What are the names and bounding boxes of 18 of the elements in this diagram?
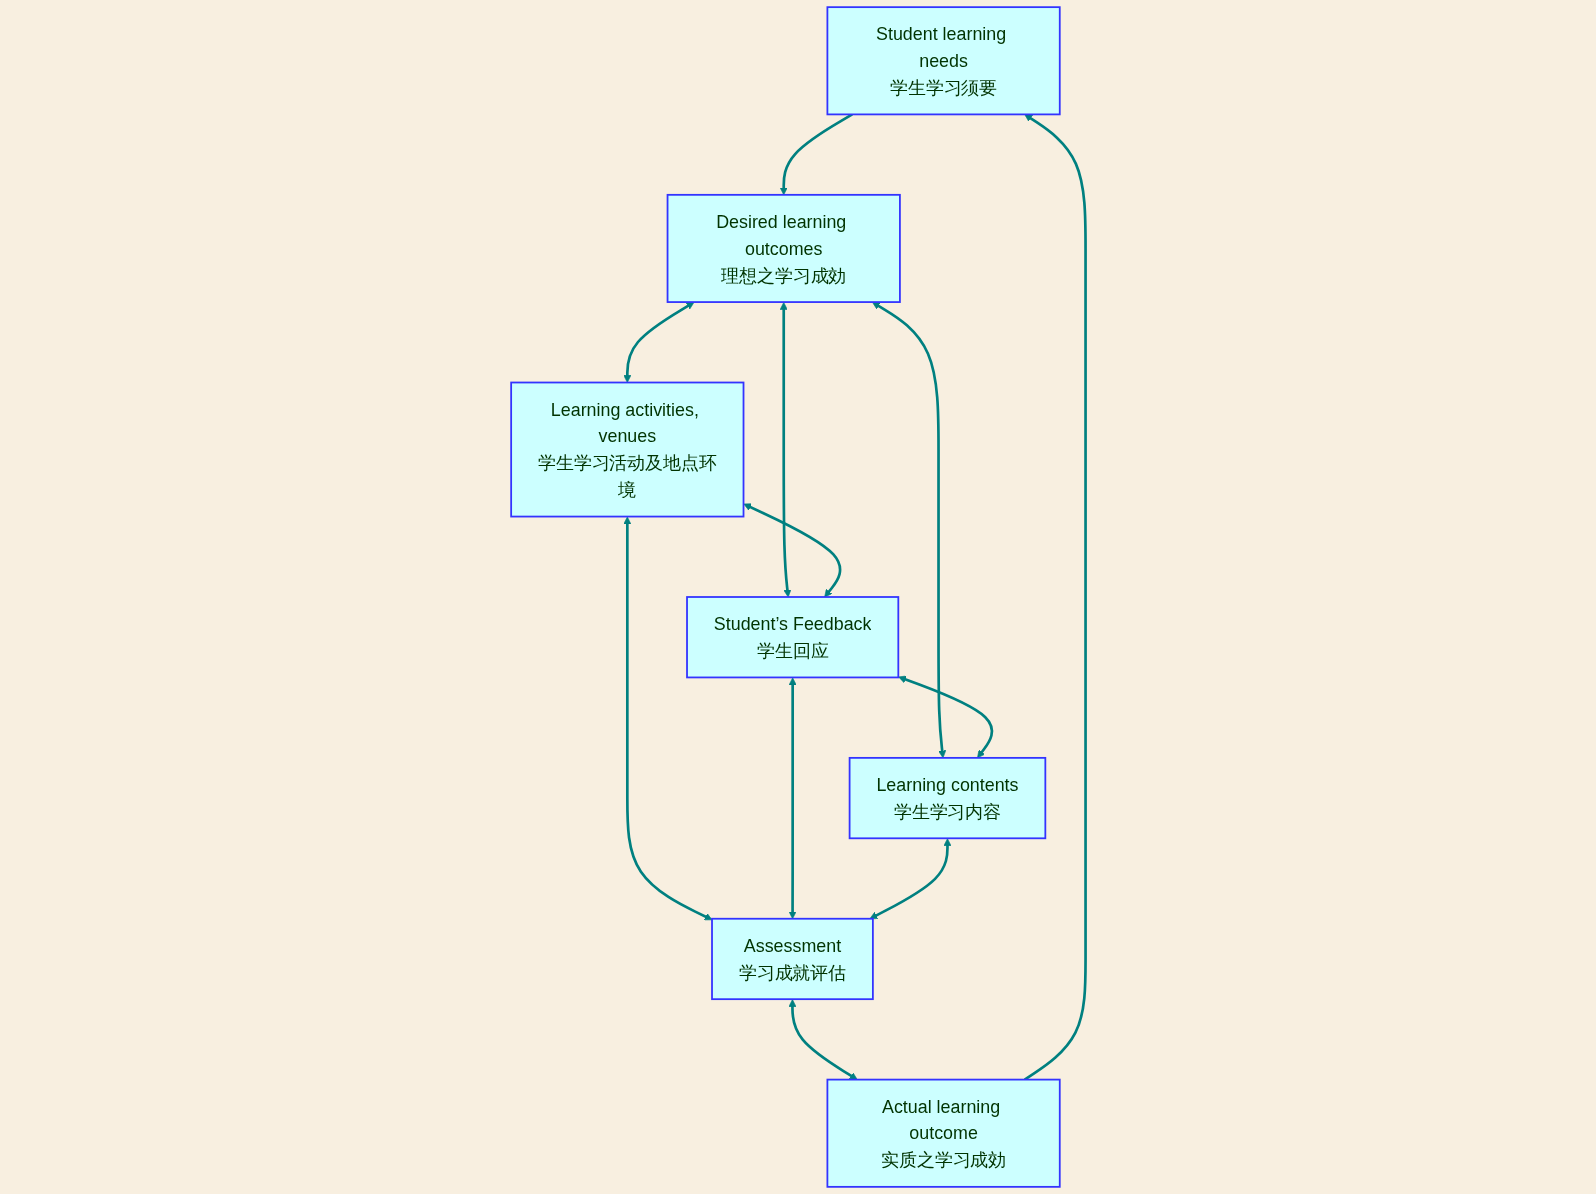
node-box: Desired learning outcomes 理想之学习成効 — [666, 193, 901, 303]
arrow — [869, 838, 952, 920]
node-box: Actual learning outcome 实质之学习成効 — [826, 1078, 1061, 1188]
node-box: Student’s Feedback 学生回应 — [685, 596, 899, 679]
arrow — [788, 677, 797, 920]
arrow — [1023, 114, 1087, 1081]
arrow — [779, 302, 791, 598]
node-box: Student learning needs 学生学习须要 — [826, 6, 1061, 116]
arrow — [623, 516, 712, 921]
arrow — [779, 113, 853, 196]
node-box: Assessment 学习成就评估 — [710, 917, 874, 1001]
node-box: Learning activities, venues 学生学习活动及地点环境 — [509, 381, 745, 518]
arrow — [623, 301, 695, 383]
arrow — [897, 675, 993, 759]
node-box: Learning contents 学生学习内容 — [848, 756, 1046, 840]
arrow — [788, 999, 858, 1080]
arrow — [743, 503, 841, 598]
arrow — [871, 301, 946, 759]
